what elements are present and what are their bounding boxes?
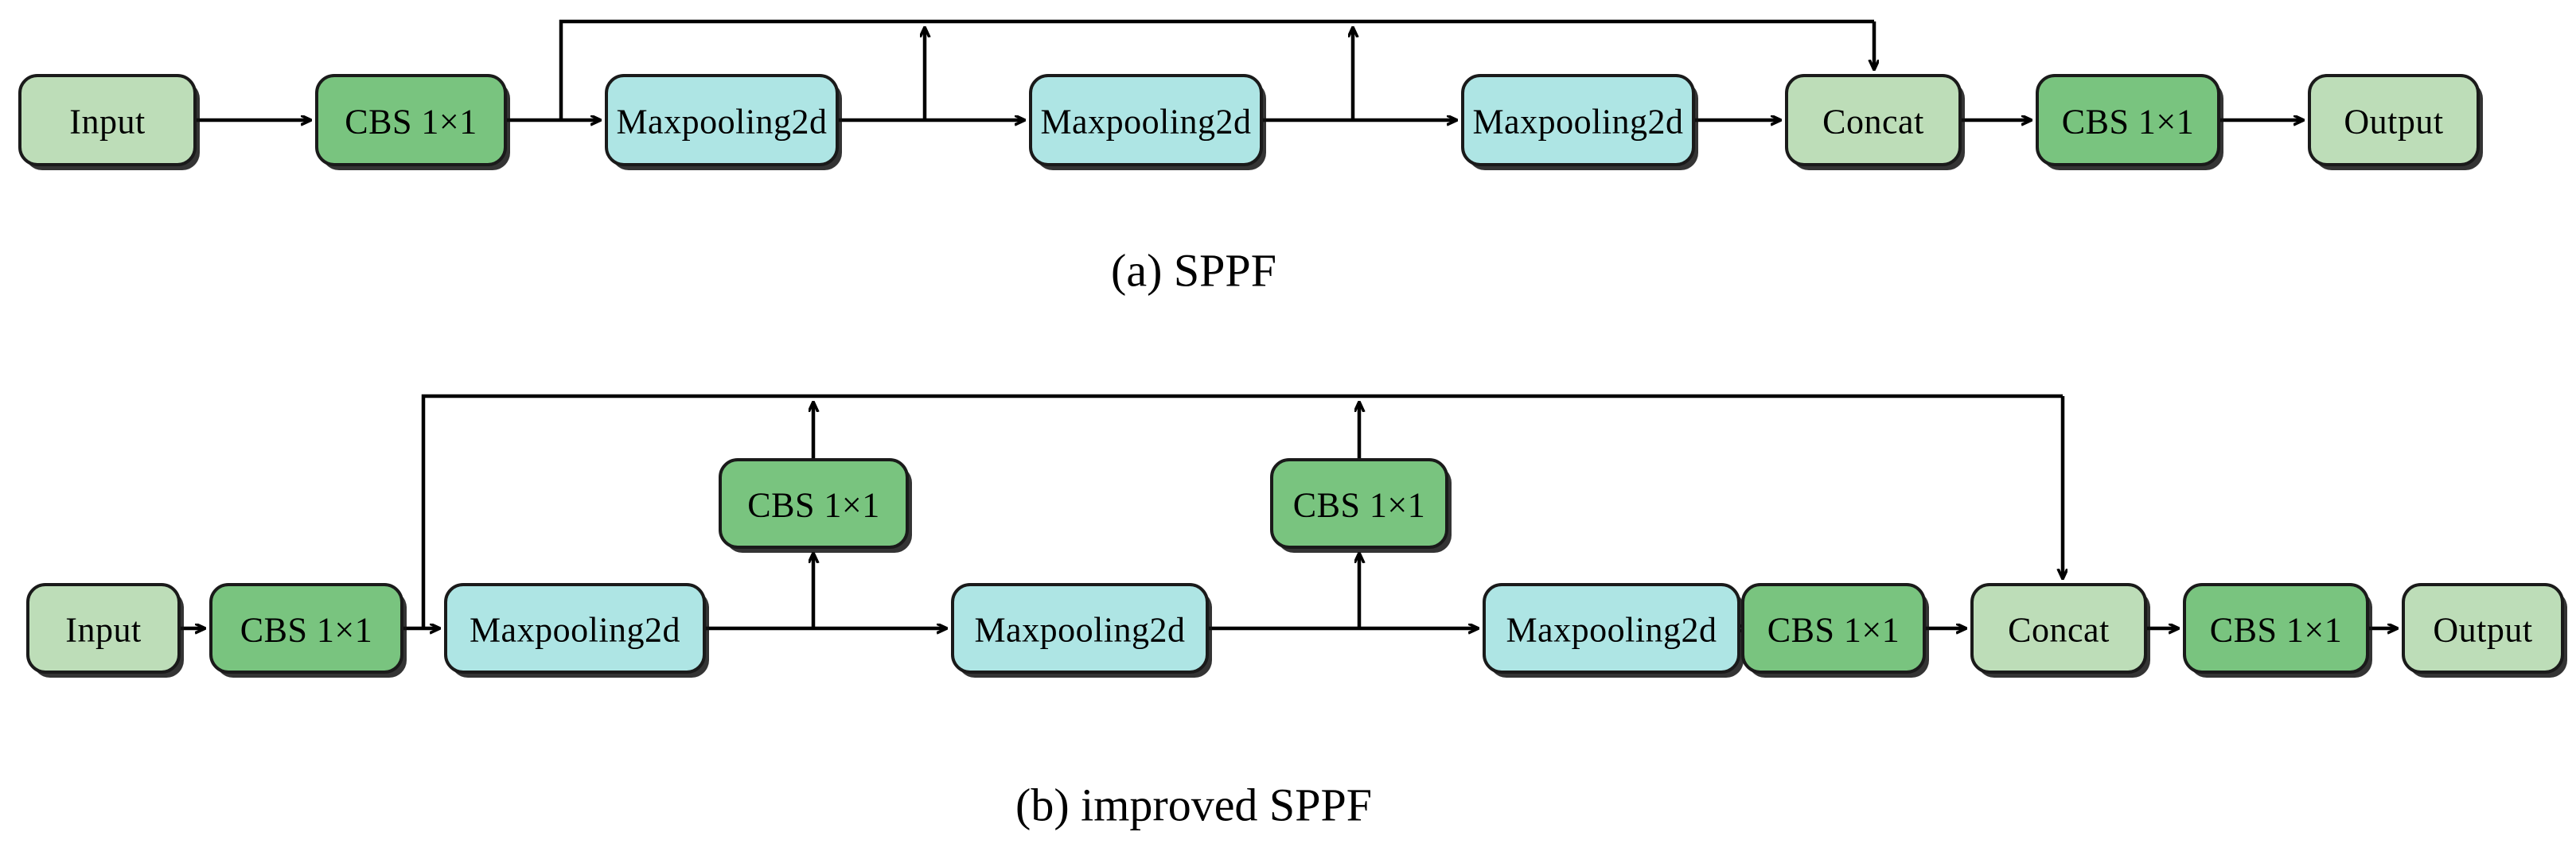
node-label: Input: [69, 103, 145, 142]
node-box[interactable]: [2308, 74, 2480, 166]
node-a-input[interactable]: Input: [18, 74, 200, 170]
node-box[interactable]: [18, 74, 197, 166]
node-label: Output: [2344, 103, 2443, 142]
node-label: CBS 1×1: [240, 611, 372, 650]
node-a-cbs1[interactable]: CBS 1×1: [315, 74, 510, 170]
node-a-concat[interactable]: Concat: [1785, 74, 1965, 170]
node-b-cbs-out[interactable]: CBS 1×1: [2183, 583, 2372, 678]
node-label: Maxpooling2d: [1040, 103, 1251, 142]
node-label: Maxpooling2d: [616, 103, 827, 142]
connector-a-e-skip-top: [559, 19, 1874, 120]
node-b-cbs-b3[interactable]: CBS 1×1: [1741, 583, 1929, 678]
node-b-input[interactable]: Input: [26, 583, 184, 678]
node-label: CBS 1×1: [1767, 611, 1900, 650]
node-b-mp3[interactable]: Maxpooling2d: [1483, 583, 1744, 678]
node-label: Maxpooling2d: [1506, 611, 1717, 650]
panel-b-caption: (b) improved SPPF: [1015, 779, 1372, 831]
node-b-cbs-b2[interactable]: CBS 1×1: [1270, 458, 1452, 553]
node-box[interactable]: [2036, 74, 2220, 166]
node-box[interactable]: [2183, 583, 2369, 674]
node-box[interactable]: [719, 458, 909, 549]
node-a-mp3[interactable]: Maxpooling2d: [1461, 74, 1698, 170]
node-box[interactable]: [315, 74, 507, 166]
node-label: CBS 1×1: [747, 486, 879, 525]
node-box[interactable]: [26, 583, 181, 674]
node-label: CBS 1×1: [2062, 103, 2194, 142]
node-label: Maxpooling2d: [974, 611, 1185, 650]
node-label: CBS 1×1: [2210, 611, 2342, 650]
node-b-cbs-in[interactable]: CBS 1×1: [209, 583, 407, 678]
node-label: CBS 1×1: [1293, 486, 1425, 525]
node-a-mp1[interactable]: Maxpooling2d: [605, 74, 842, 170]
node-box[interactable]: [1461, 74, 1695, 166]
node-box[interactable]: [209, 583, 403, 674]
node-a-cbs2[interactable]: CBS 1×1: [2036, 74, 2223, 170]
node-label: Concat: [1822, 103, 1924, 142]
node-box[interactable]: [1970, 583, 2147, 674]
node-b-output[interactable]: Output: [2402, 583, 2567, 678]
node-b-mp1[interactable]: Maxpooling2d: [444, 583, 709, 678]
node-label: Maxpooling2d: [470, 611, 680, 650]
node-box[interactable]: [951, 583, 1209, 674]
node-label: Output: [2433, 611, 2532, 650]
node-box[interactable]: [2402, 583, 2564, 674]
node-b-cbs-b1[interactable]: CBS 1×1: [719, 458, 912, 553]
node-label: CBS 1×1: [345, 103, 477, 142]
node-box[interactable]: [1483, 583, 1740, 674]
node-box[interactable]: [444, 583, 706, 674]
node-a-mp2[interactable]: Maxpooling2d: [1029, 74, 1266, 170]
node-label: Maxpooling2d: [1472, 103, 1683, 142]
node-box[interactable]: [1785, 74, 1962, 166]
panel-a-caption: (a) SPPF: [1111, 245, 1276, 297]
node-box[interactable]: [1270, 458, 1448, 549]
connector-b-e-skip-top: [421, 394, 2063, 628]
node-box[interactable]: [1029, 74, 1263, 166]
node-label: Concat: [2008, 611, 2110, 650]
node-b-mp2[interactable]: Maxpooling2d: [951, 583, 1212, 678]
node-a-output[interactable]: Output: [2308, 74, 2483, 170]
node-b-concat[interactable]: Concat: [1970, 583, 2150, 678]
node-label: Input: [65, 611, 141, 650]
node-box[interactable]: [1741, 583, 1926, 674]
node-box[interactable]: [605, 74, 839, 166]
